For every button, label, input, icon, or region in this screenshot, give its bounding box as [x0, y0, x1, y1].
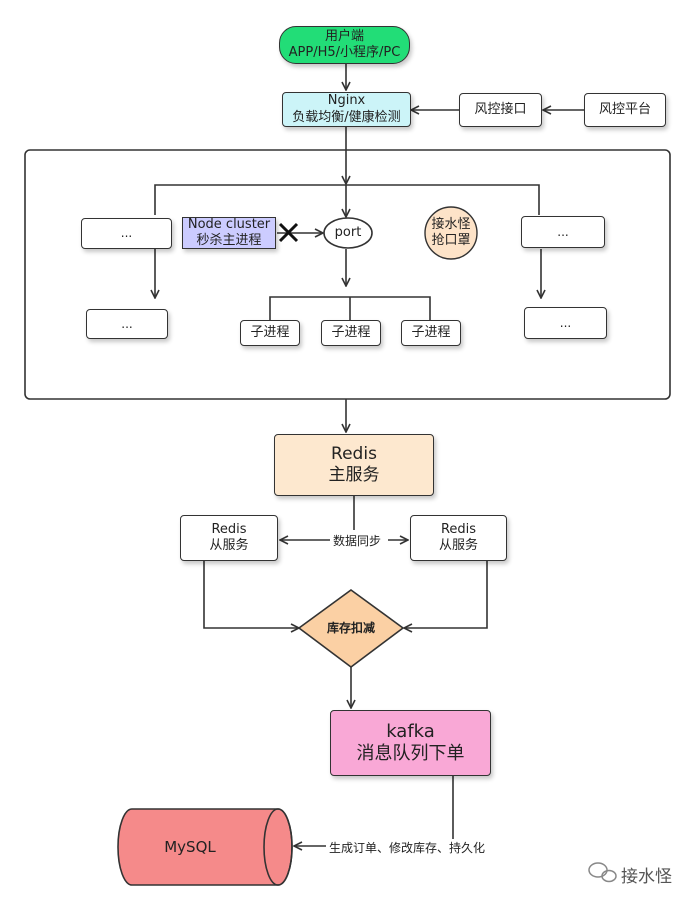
badge-circle: [424, 206, 478, 260]
right-lower-node[interactable]: ...: [524, 307, 607, 339]
risk-platform-node[interactable]: 风控平台: [584, 93, 666, 127]
mysql-text: MySQL: [164, 837, 216, 856]
decision-diamond[interactable]: [297, 589, 405, 668]
risk-platform-label: 风控平台: [598, 101, 651, 117]
redis-master-title: Redis: [331, 443, 377, 464]
mysql-label: MySQL: [130, 836, 250, 858]
kafka-subtitle: 消息队列下单: [356, 743, 465, 764]
sync-label: 数据同步: [330, 532, 385, 549]
badge-line2: 抢口罩: [431, 233, 471, 248]
kafka-node[interactable]: kafka 消息队列下单: [330, 710, 491, 776]
redis-master-subtitle: 主服务: [328, 465, 380, 485]
decision-label: 库存扣减: [309, 618, 393, 638]
nginx-node[interactable]: Nginx 负载均衡/健康检测: [282, 92, 411, 127]
child-process-1-label: 子进程: [250, 324, 290, 340]
badge-text: 接水怪 抢口罩: [425, 215, 477, 251]
node-cluster-title: Node cluster: [187, 216, 271, 232]
edge-branch-bar: [154, 184, 540, 215]
child-process-3[interactable]: 子进程: [401, 320, 461, 346]
client-subtitle: APP/H5/小程序/PC: [288, 45, 401, 60]
risk-api-label: 风控接口: [474, 101, 527, 117]
persist-label: 生成订单、修改库存、持久化: [326, 839, 489, 856]
right-upper-node[interactable]: ...: [521, 216, 605, 248]
badge-line1: 接水怪: [431, 216, 471, 232]
edge-slaveR-decision: [404, 561, 488, 628]
left-lower-label: ...: [121, 316, 133, 331]
redis-master-node[interactable]: Redis 主服务: [274, 434, 434, 496]
child-process-2[interactable]: 子进程: [321, 320, 381, 346]
right-upper-label: ...: [557, 224, 569, 239]
right-lower-label: ...: [559, 315, 572, 330]
watermark-text: 接水怪: [621, 867, 672, 887]
kafka-title: kafka: [386, 720, 435, 742]
nginx-subtitle: 负载均衡/健康检测: [292, 109, 401, 125]
service-container: [24, 149, 671, 400]
blocked-x-icon: [278, 222, 299, 243]
child-process-1[interactable]: 子进程: [240, 320, 300, 346]
node-cluster-node[interactable]: Node cluster 秒杀主进程: [182, 217, 276, 249]
port-label: port: [324, 224, 372, 242]
redis-slave-right-node[interactable]: Redis 从服务: [410, 515, 507, 561]
redis-slave-left-title: Redis: [211, 521, 247, 537]
risk-api-node[interactable]: 风控接口: [459, 93, 542, 127]
node-cluster-subtitle: 秒杀主进程: [196, 233, 262, 248]
wechat-icon: [588, 862, 617, 883]
left-lower-node[interactable]: ...: [86, 309, 168, 339]
child-process-2-label: 子进程: [331, 324, 371, 340]
mysql-cylinder[interactable]: [117, 808, 293, 886]
redis-slave-left-node[interactable]: Redis 从服务: [180, 515, 278, 561]
edge-kafka-mysql: [294, 776, 454, 846]
port-ellipse[interactable]: [323, 217, 373, 249]
left-upper-node[interactable]: ...: [81, 218, 172, 249]
client-title: 用户端: [324, 28, 364, 44]
redis-slave-right-title: Redis: [440, 521, 477, 537]
left-upper-label: ...: [120, 226, 133, 240]
client-node[interactable]: 用户端 APP/H5/小程序/PC: [279, 26, 410, 64]
child-process-3-label: 子进程: [411, 324, 451, 340]
nginx-title: Nginx: [327, 93, 366, 109]
decision-text: 库存扣减: [326, 620, 375, 635]
redis-slave-right-subtitle: 从服务: [438, 538, 478, 553]
edge-slaveL-decision: [203, 561, 299, 628]
port-text: port: [334, 224, 362, 240]
redis-slave-left-subtitle: 从服务: [209, 538, 249, 553]
